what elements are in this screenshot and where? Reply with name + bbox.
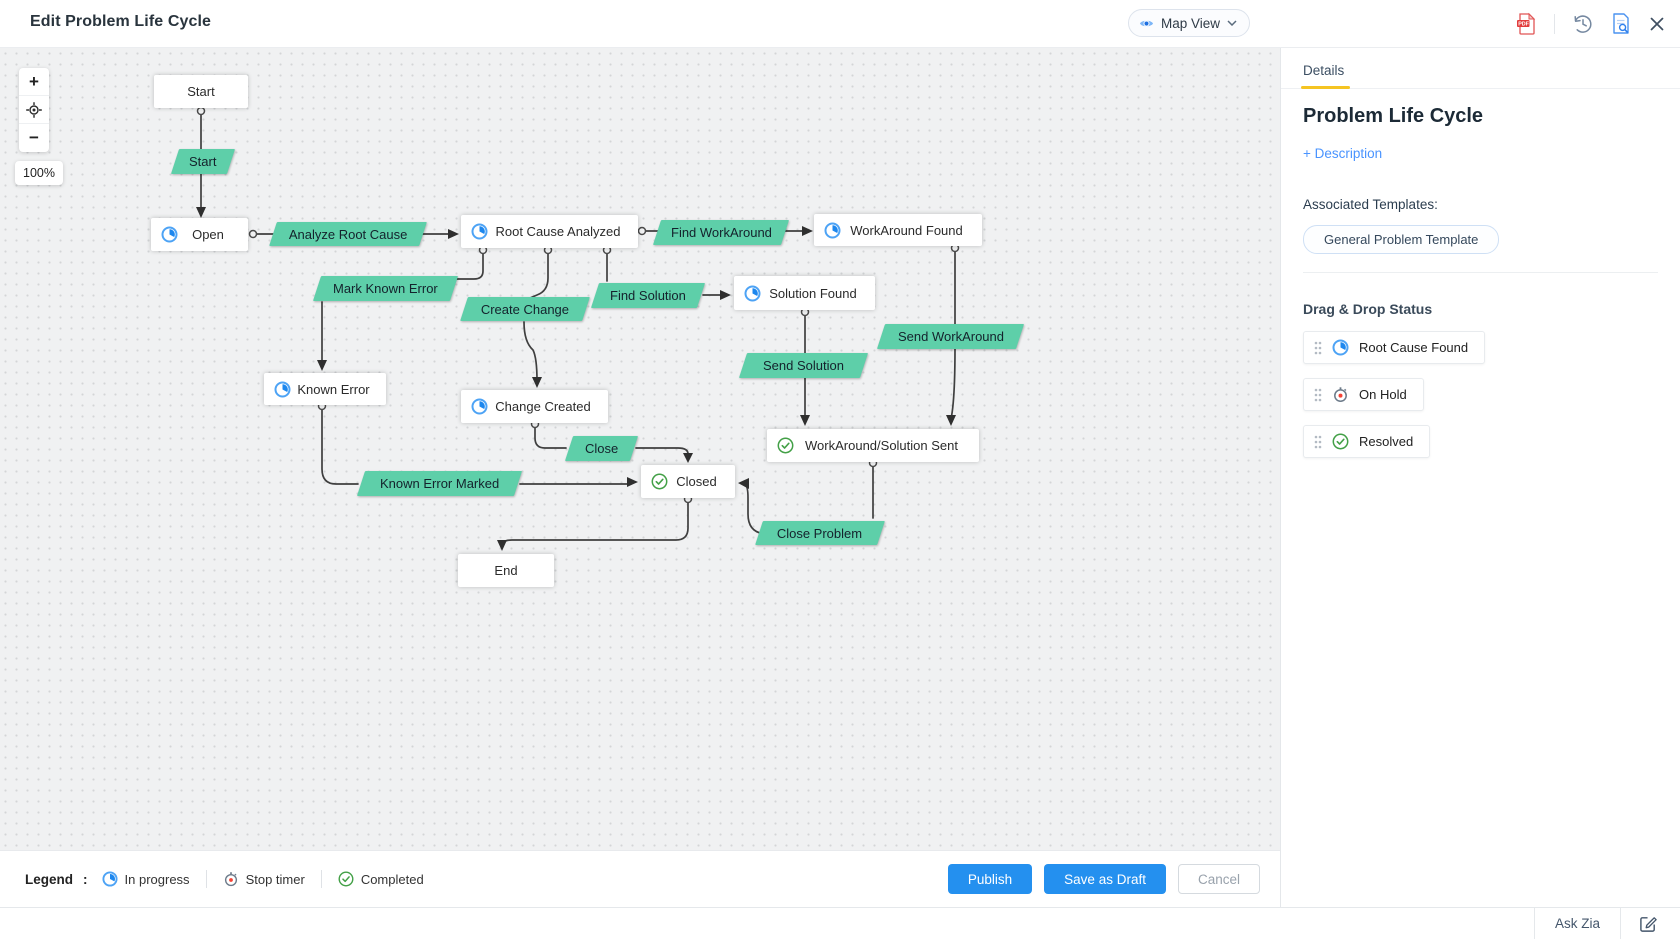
in-progress-icon — [274, 381, 291, 397]
stop-timer-icon — [1334, 387, 1347, 403]
sidebar-tabs: Details — [1281, 48, 1680, 89]
header-divider — [1554, 14, 1555, 34]
compose-icon — [1640, 917, 1657, 932]
node-root-cause-analyzed[interactable]: Root Cause Analyzed — [461, 215, 638, 248]
zoom-in-button[interactable]: + — [19, 68, 49, 96]
transition-start[interactable]: Start — [170, 149, 236, 174]
pdf-icon: PDF — [1517, 12, 1536, 35]
node-workaround-found[interactable]: WorkAround Found — [814, 214, 982, 246]
chevron-down-icon — [1227, 20, 1237, 26]
node-start[interactable]: Start — [154, 75, 248, 108]
details-panel: Details Problem Life Cycle + Description… — [1280, 48, 1680, 907]
transition-analyze-root-cause[interactable]: Analyze Root Cause — [269, 222, 427, 246]
transition-send-workaround[interactable]: Send WorkAround — [876, 324, 1025, 349]
template-pill[interactable]: General Problem Template — [1303, 225, 1500, 254]
cancel-button[interactable]: Cancel — [1177, 864, 1260, 894]
drag-handle-icon[interactable] — [1314, 435, 1322, 449]
completed-icon — [338, 871, 354, 887]
drag-drop-status-heading: Drag & Drop Status — [1303, 301, 1433, 317]
locate-button[interactable] — [19, 96, 49, 124]
legend-colon: : — [83, 871, 88, 887]
history-clock-icon — [1574, 15, 1592, 33]
bottom-bar: Ask Zia — [0, 907, 1680, 939]
crosshair-icon — [26, 101, 42, 118]
node-end[interactable]: End — [458, 554, 554, 587]
stop-timer-icon — [224, 872, 237, 887]
zoom-out-button[interactable]: − — [29, 128, 39, 147]
associated-templates-label: Associated Templates: — [1303, 197, 1438, 212]
zoom-panel: + − — [19, 68, 49, 152]
in-progress-icon — [161, 226, 178, 243]
lifecycle-title: Problem Life Cycle — [1303, 105, 1484, 127]
completed-icon — [1332, 433, 1349, 450]
node-solution-found[interactable]: Solution Found — [734, 276, 875, 310]
node-closed[interactable]: Closed — [641, 465, 735, 498]
map-view-button[interactable]: Map View — [1128, 9, 1251, 37]
drag-handle-icon[interactable] — [1314, 341, 1322, 355]
completed-icon — [651, 473, 668, 490]
transition-create-change[interactable]: Create Change — [460, 297, 590, 321]
transition-close[interactable]: Close — [564, 436, 639, 461]
drag-handle-icon[interactable] — [1314, 388, 1322, 402]
map-view-label: Map View — [1161, 15, 1221, 31]
legend-item-stop-timer: Stop timer — [223, 871, 305, 887]
feedback-button[interactable] — [1621, 914, 1666, 933]
preview-document-button[interactable] — [1611, 12, 1631, 36]
tab-details[interactable]: Details — [1300, 63, 1351, 89]
transition-mark-known-error[interactable]: Mark Known Error — [312, 276, 459, 301]
legend-divider — [205, 870, 207, 888]
ask-zia-button[interactable]: Ask Zia — [1554, 916, 1600, 931]
publish-button[interactable]: Publish — [947, 864, 1033, 894]
document-search-icon — [1613, 13, 1629, 34]
bottom-bar-divider — [1620, 908, 1621, 939]
transition-send-solution[interactable]: Send Solution — [738, 353, 869, 378]
add-description-link[interactable]: + Description — [1303, 146, 1383, 161]
status-card-root-cause-found[interactable]: Root Cause Found — [1303, 331, 1486, 364]
transition-find-workaround[interactable]: Find WorkAround — [652, 220, 790, 245]
in-progress-icon — [471, 223, 488, 240]
in-progress-icon — [824, 222, 841, 238]
completed-icon — [777, 437, 794, 454]
status-card-resolved[interactable]: Resolved — [1303, 425, 1431, 458]
transition-known-error-marked[interactable]: Known Error Marked — [356, 471, 523, 496]
svg-text:PDF: PDF — [1518, 21, 1529, 27]
node-workaround-solution-sent[interactable]: WorkAround/Solution Sent — [767, 429, 979, 462]
pdf-export-button[interactable]: PDF — [1515, 12, 1537, 36]
close-button[interactable] — [1648, 15, 1666, 33]
legend-item-completed: Completed — [338, 871, 424, 887]
page-title: Edit Problem Life Cycle — [30, 13, 212, 30]
in-progress-icon — [744, 285, 761, 301]
history-button[interactable] — [1572, 13, 1594, 35]
legend: Legend : In progress Stop timer Complete… — [25, 870, 424, 888]
in-progress-icon — [471, 398, 488, 415]
legend-item-in-progress: In progress — [101, 871, 190, 887]
status-card-on-hold[interactable]: On Hold — [1303, 378, 1424, 411]
node-known-error[interactable]: Known Error — [264, 373, 386, 405]
header: Edit Problem Life Cycle Map View PDF — [0, 0, 1680, 48]
eye-icon — [1139, 20, 1154, 27]
save-as-draft-button[interactable]: Save as Draft — [1044, 864, 1166, 894]
node-open[interactable]: Open — [151, 218, 248, 251]
legend-label: Legend — [25, 871, 74, 887]
canvas-footer: Legend : In progress Stop timer Complete… — [0, 850, 1280, 907]
legend-divider — [320, 870, 322, 888]
zoom-level: 100% — [15, 161, 63, 185]
in-progress-icon — [1332, 339, 1349, 356]
in-progress-icon — [101, 871, 118, 887]
sidebar-divider — [1303, 272, 1658, 273]
transition-close-problem[interactable]: Close Problem — [755, 521, 885, 545]
node-change-created[interactable]: Change Created — [461, 390, 608, 423]
close-icon — [1650, 17, 1664, 31]
bottom-bar-divider — [1533, 908, 1535, 939]
transition-find-solution[interactable]: Find Solution — [590, 283, 706, 308]
flow-canvas[interactable]: + − 100% — [0, 48, 1280, 850]
